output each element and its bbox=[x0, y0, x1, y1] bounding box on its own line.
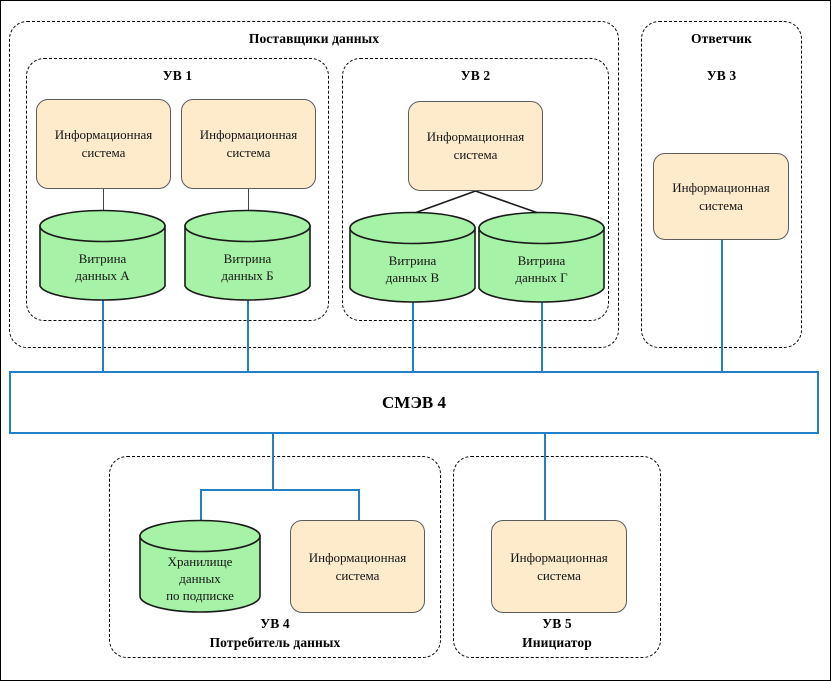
connector-uv4-branch-bar bbox=[200, 489, 360, 492]
group-uv4-label: УВ 4 bbox=[260, 616, 290, 631]
connector-store-a-to-bus bbox=[101, 296, 104, 373]
information-system-uv4-label: Информационная система bbox=[308, 549, 407, 583]
information-system-uv4[interactable]: Информационная система bbox=[290, 520, 425, 613]
information-system-uv3-label: Информационная система bbox=[672, 179, 770, 213]
information-system-uv1-a-label: Информационная система bbox=[54, 127, 153, 160]
connector-store-g-to-bus bbox=[540, 298, 543, 373]
information-system-uv1-b-label: Информационная система bbox=[199, 127, 298, 160]
group-uv4-sublabel: Потребитель данных bbox=[209, 635, 341, 650]
connector-is-store-a bbox=[102, 189, 105, 213]
information-system-uv5-label: Информационная система bbox=[510, 549, 608, 583]
connector-uv4-to-store-sub bbox=[199, 489, 202, 521]
data-store-a[interactable]: Витрина данных А bbox=[39, 209, 166, 302]
group-uv2: УВ 2 bbox=[342, 58, 609, 321]
group-uv5-label: УВ 5 bbox=[542, 616, 572, 631]
data-store-subscription[interactable]: Хранилище данных по подписке bbox=[139, 519, 261, 613]
group-respondent-label: Ответчик bbox=[690, 31, 753, 46]
data-store-v[interactable]: Витрина данных В bbox=[349, 211, 476, 304]
data-store-v-shape bbox=[349, 211, 476, 303]
data-store-subscription-shape bbox=[139, 519, 261, 613]
smev4-bus[interactable]: СМЭВ 4 bbox=[9, 371, 819, 434]
connector-is-store-b bbox=[247, 189, 250, 213]
group-uv4: УВ 4 Потребитель данных bbox=[109, 456, 441, 658]
connector-store-b-to-bus bbox=[246, 296, 249, 373]
group-uv1: УВ 1 bbox=[26, 58, 329, 321]
connector-bus-to-uv4 bbox=[271, 434, 274, 490]
data-store-g[interactable]: Витрина данных Г bbox=[478, 211, 605, 304]
connector-uv4-to-is bbox=[357, 489, 360, 521]
group-providers-label: Поставщики данных bbox=[248, 31, 380, 46]
data-store-g-shape bbox=[478, 211, 605, 303]
information-system-uv2-label: Информационная система bbox=[426, 129, 525, 162]
data-store-b[interactable]: Витрина данных Б bbox=[184, 209, 311, 302]
group-uv1-label: УВ 1 bbox=[162, 68, 193, 83]
data-store-a-shape bbox=[39, 209, 166, 301]
information-system-uv5[interactable]: Информационная система bbox=[491, 520, 627, 613]
information-system-uv3[interactable]: Информационная система bbox=[653, 153, 789, 240]
connector-uv2-branches bbox=[411, 190, 542, 215]
connector-is-uv3-to-bus bbox=[720, 240, 723, 373]
group-uv2-label: УВ 2 bbox=[460, 68, 491, 83]
group-uv5: УВ 5 Инициатор bbox=[453, 456, 661, 658]
connector-store-v-to-bus bbox=[411, 298, 414, 373]
smev4-bus-label: СМЭВ 4 bbox=[382, 392, 446, 412]
group-providers: Поставщики данных bbox=[9, 21, 619, 348]
information-system-uv1-a[interactable]: Информационная система bbox=[36, 99, 171, 189]
information-system-uv2[interactable]: Информационная система bbox=[408, 101, 543, 191]
data-store-b-shape bbox=[184, 209, 311, 301]
connector-bus-to-uv5 bbox=[543, 434, 546, 522]
group-respondent-sublabel: УВ 3 bbox=[706, 68, 737, 83]
group-uv5-sublabel: Инициатор bbox=[522, 635, 592, 650]
information-system-uv1-b[interactable]: Информационная система bbox=[181, 99, 316, 189]
